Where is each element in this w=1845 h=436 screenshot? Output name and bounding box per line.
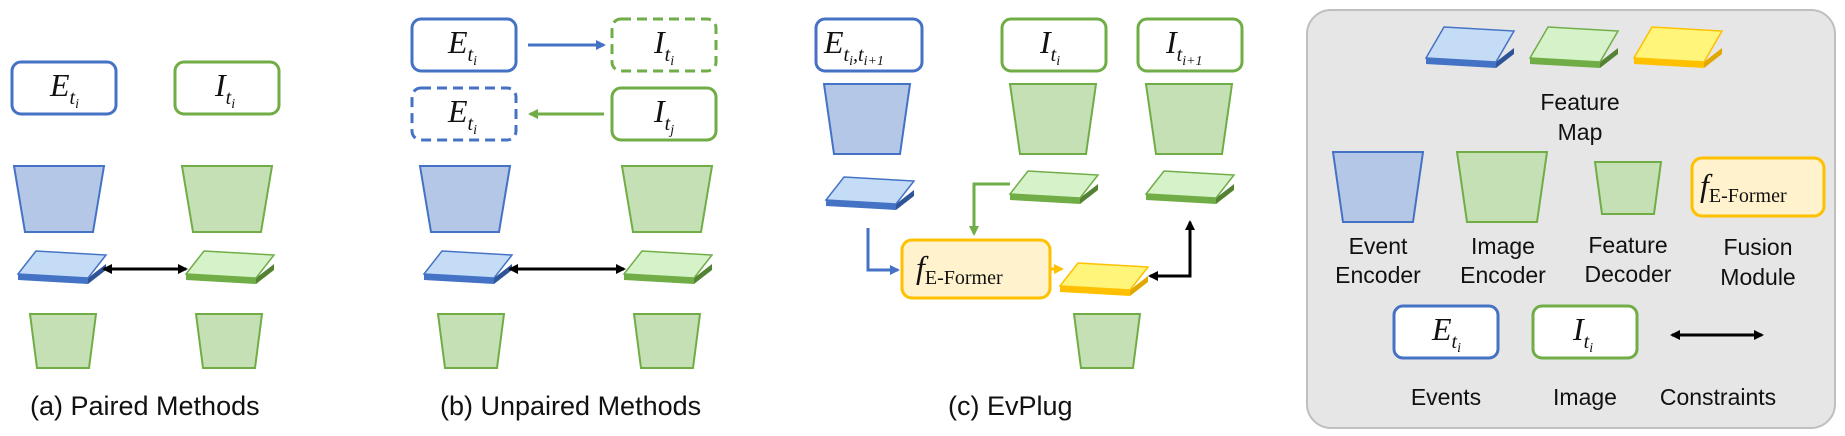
legend-constraints-label: Constraints <box>1660 384 1776 410</box>
caption: (c) EvPlug <box>948 391 1073 421</box>
legend-image-encoder-label: Encoder <box>1460 262 1546 288</box>
legend-feature-map-label: Feature <box>1540 89 1619 115</box>
legend-feature-decoder-label: Decoder <box>1585 261 1672 287</box>
image-encoder <box>180 165 274 233</box>
image-encoder <box>1008 83 1098 155</box>
panel-b: Eti Iti Eti Itj (b) Unpaired Methods <box>410 17 718 421</box>
legend-events-box <box>1392 304 1500 360</box>
image-box <box>173 60 281 116</box>
legend-fusion-module <box>1690 156 1826 218</box>
event-box-dashed <box>410 86 518 142</box>
feature-decoder <box>632 313 702 369</box>
legend-image-encoder-label: Image <box>1471 233 1535 259</box>
event-box-label: Eti,ti+1 <box>823 24 884 69</box>
legend-events-box-label: Eti <box>1431 311 1461 356</box>
image-box-label: Iti+1 <box>1165 24 1203 69</box>
legend-events-label: Events <box>1411 384 1481 410</box>
feature-decoder <box>1072 313 1142 369</box>
caption: (a) Paired Methods <box>30 391 260 421</box>
image-box-label: Iti <box>1039 24 1060 69</box>
legend-feature-map-yellow <box>1632 26 1724 68</box>
image-box <box>1136 17 1244 73</box>
legend-feature-map-green <box>1528 26 1620 68</box>
event-encoder <box>822 83 912 155</box>
event-box-label: Eti <box>447 93 477 138</box>
image-box-label: Iti <box>214 67 235 112</box>
image-box-dashed <box>610 17 718 73</box>
event-flow-arrow <box>866 228 900 275</box>
image-feature-map <box>184 250 276 284</box>
event-encoder <box>12 165 106 233</box>
legend-fusion-module-label: Fusion <box>1723 234 1792 260</box>
event-box <box>814 17 924 73</box>
legend-image-label: Image <box>1553 384 1617 410</box>
feature-decoder <box>436 313 506 369</box>
feature-decoder <box>28 313 98 369</box>
image-feature-map <box>1144 170 1236 204</box>
event-encoder <box>418 165 512 233</box>
caption: (b) Unpaired Methods <box>440 391 701 421</box>
event-feature-map <box>824 176 916 210</box>
legend-event-encoder-label: Encoder <box>1335 262 1421 288</box>
legend-image-box-label: Iti <box>1572 311 1593 356</box>
legend-feature-decoder-label: Feature <box>1588 232 1667 258</box>
event-box <box>410 17 518 73</box>
legend-feature-decoder <box>1593 161 1663 215</box>
legend-event-encoder <box>1331 151 1425 223</box>
event-box-label: Eti <box>447 24 477 69</box>
legend-feature-map-label: Map <box>1558 119 1603 145</box>
image-feature-map <box>1008 170 1100 204</box>
panel-a: Eti Iti (a) Paired Methods <box>10 60 281 421</box>
legend-feature-map-blue <box>1424 26 1516 68</box>
image-flow-arrow <box>969 182 1010 236</box>
image-feature-map <box>622 250 714 284</box>
image-box <box>610 86 718 142</box>
legend-image-encoder <box>1455 151 1549 223</box>
event-feature-map <box>422 250 514 284</box>
image-encoder <box>620 165 714 233</box>
panel-c: Eti,ti+1 Iti Iti+1 fE-Former <box>814 17 1244 421</box>
legend-fusion-module-label: Module <box>1720 264 1795 290</box>
legend-image-box <box>1531 304 1639 360</box>
event-feature-map <box>16 250 108 284</box>
image-box-label: Iti <box>653 24 674 69</box>
constraint-arrow <box>1148 220 1195 281</box>
legend-panel: Feature Map fE-Former Event Encoder Imag… <box>1306 9 1836 429</box>
event-box <box>10 60 118 116</box>
image-encoder <box>1144 83 1234 155</box>
event-box-label: Eti <box>49 67 79 112</box>
legend-event-encoder-label: Event <box>1349 233 1408 259</box>
feature-decoder <box>194 313 264 369</box>
fused-feature-map <box>1058 262 1150 296</box>
image-box-label: Itj <box>653 93 674 138</box>
image-box <box>1000 17 1108 73</box>
